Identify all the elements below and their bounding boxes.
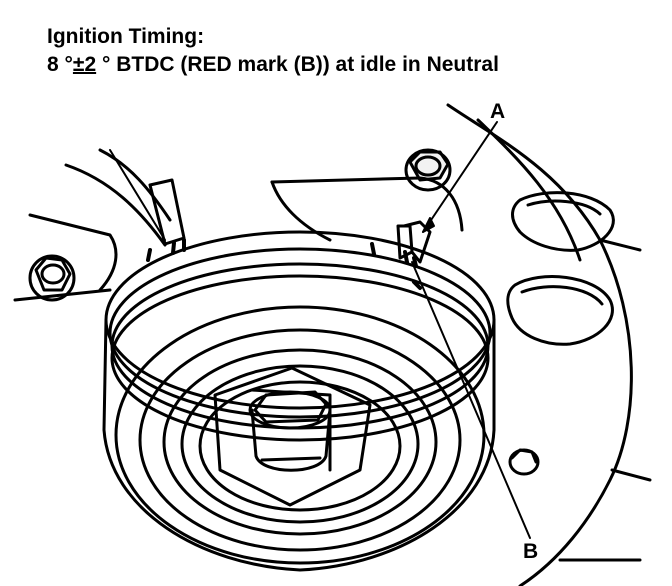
crankshaft-pulley bbox=[102, 230, 496, 572]
bolt-left bbox=[28, 254, 76, 302]
timing-marks bbox=[146, 238, 422, 290]
bolt-upper-right bbox=[404, 148, 452, 192]
bolt-lower-right bbox=[508, 448, 540, 476]
heading-spec-text: ° BTDC (RED mark (B)) at idle in Neutral bbox=[96, 53, 499, 76]
center-bolt bbox=[248, 390, 332, 472]
leader-line-a bbox=[422, 121, 498, 233]
heading-tolerance: ±2 bbox=[72, 53, 97, 76]
heading-line-1: Ignition Timing: bbox=[47, 25, 205, 48]
leader-line-b bbox=[411, 261, 531, 539]
heading-degree-value: 8 ° bbox=[47, 53, 73, 76]
timing-cover bbox=[446, 103, 652, 586]
callout-label-b: B bbox=[523, 540, 539, 563]
heading-line-2: 8 °±2 ° BTDC (RED mark (B)) at idle in N… bbox=[47, 52, 499, 78]
left-guide-line bbox=[109, 149, 166, 241]
cover-openings bbox=[506, 191, 615, 346]
callout-label-a: A bbox=[490, 100, 506, 123]
